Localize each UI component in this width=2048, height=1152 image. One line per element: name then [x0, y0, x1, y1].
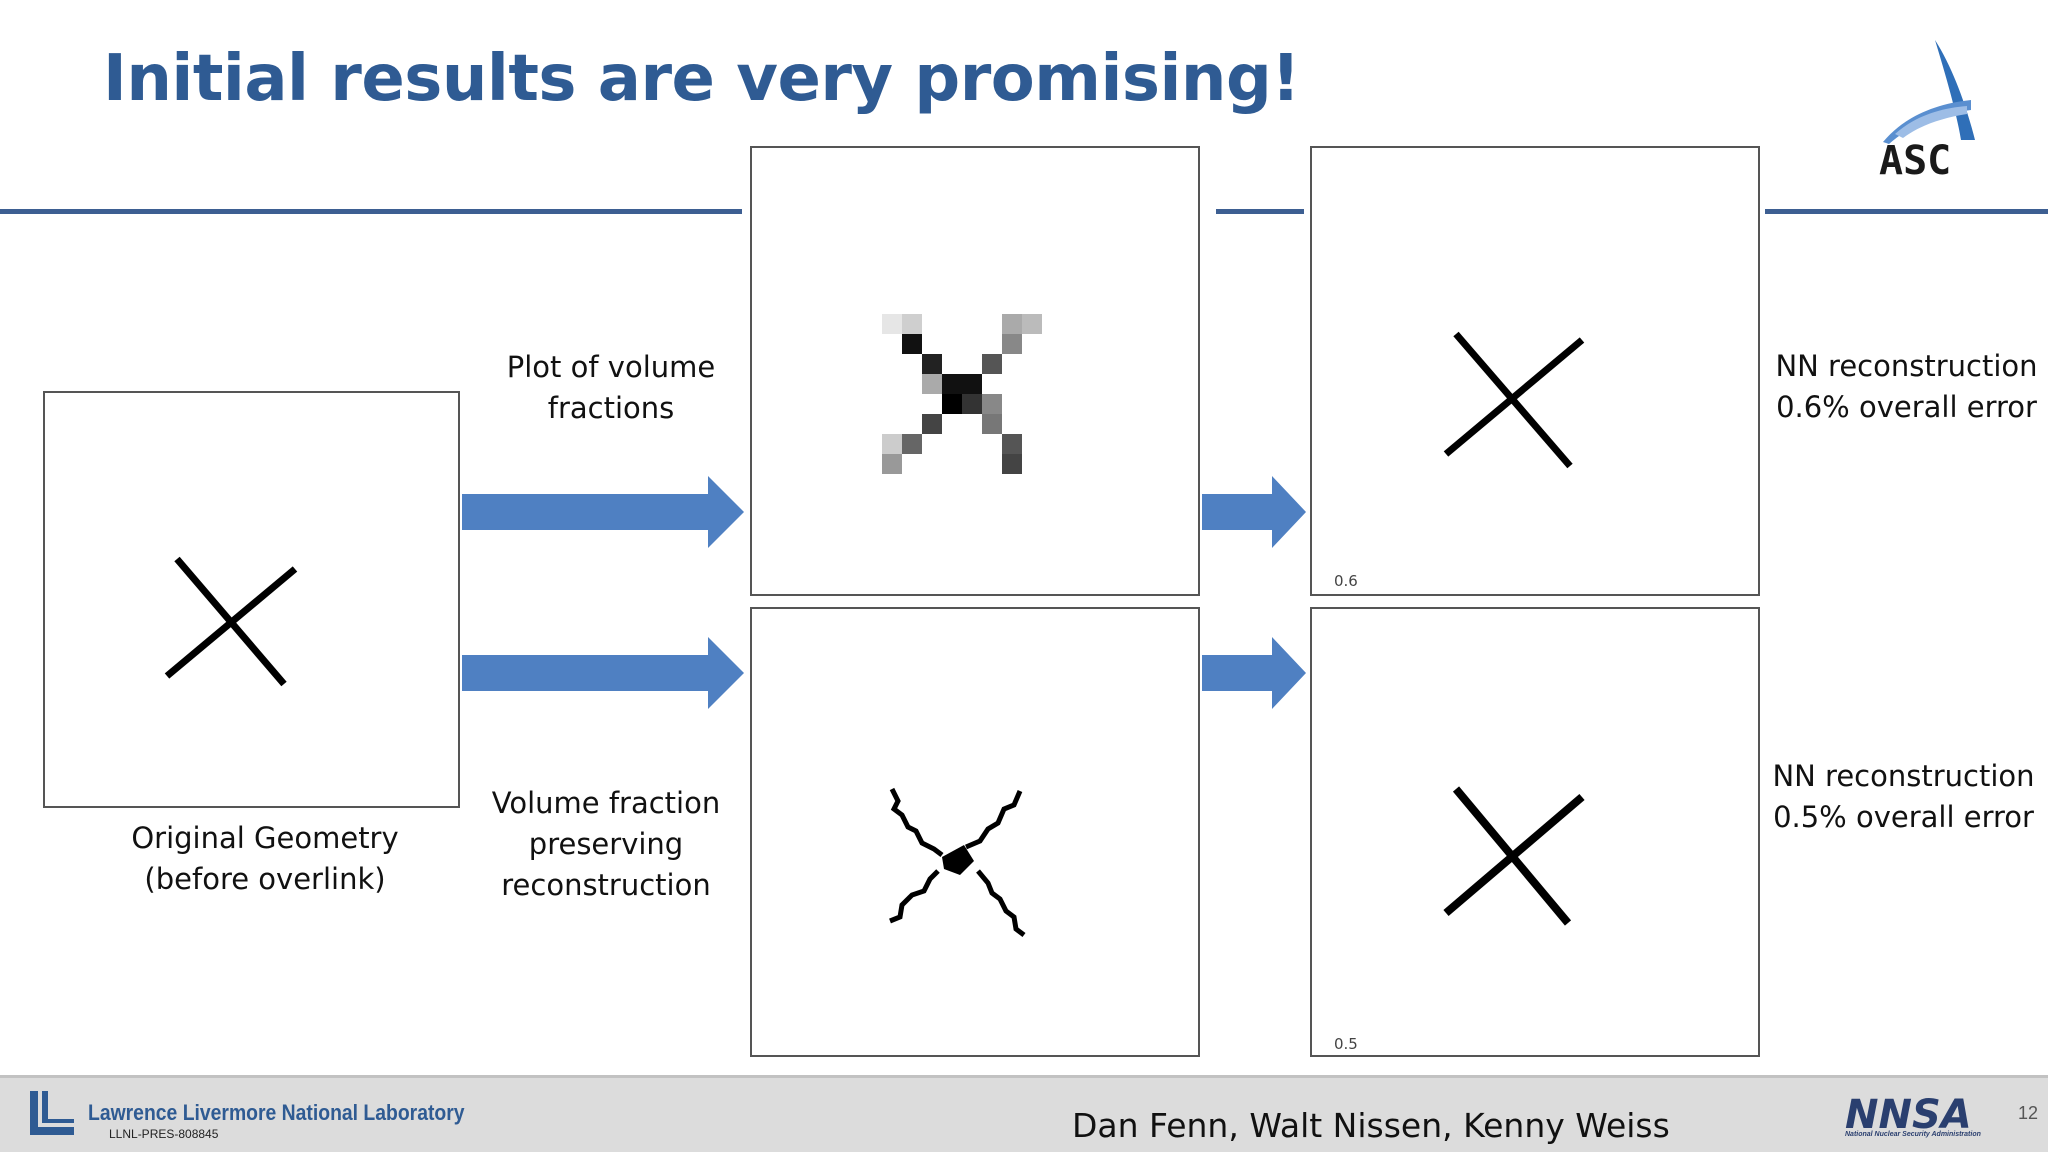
arrow-right-icon: [1202, 476, 1306, 548]
nn-reconstruction-bottom-panel: 0.5: [1310, 607, 1760, 1057]
caption-plot-volume-fractions: Plot of volume fractions: [506, 350, 716, 425]
caption-nn-top: NN reconstruction 0.6% overall error: [1775, 349, 2038, 424]
original-geometry-panel: [43, 391, 460, 808]
nn-x-shape-top: [1443, 331, 1585, 469]
nnsa-logo-text: NNSA: [1845, 1092, 1972, 1132]
header-rule-right: [1765, 209, 2048, 214]
nn-x-shape-bottom: [1443, 786, 1585, 926]
nnsa-subtitle: National Nuclear Security Administration: [1845, 1131, 1981, 1138]
nn-bottom-value-label: 0.5: [1334, 1035, 1358, 1053]
slide-number: 12: [2018, 1103, 2039, 1123]
arrow-right-icon: [462, 476, 744, 548]
header-rule-middle: [1216, 209, 1304, 214]
footer-authors: Dan Fenn, Walt Nissen, Kenny Weiss: [1072, 1106, 1670, 1145]
pixel-x-plot: [882, 314, 1042, 474]
jagged-x-shape: [889, 787, 1026, 937]
footer-bar: [0, 1075, 2048, 1152]
slide-title: Initial results are very promising!: [103, 42, 1300, 116]
nnsa-logo-icon: NNSA: [1845, 1092, 1972, 1132]
x-shape-original: [164, 556, 298, 687]
nn-reconstruction-top-panel: 0.6: [1310, 146, 1760, 596]
vf-preserving-reconstruction-panel: [750, 607, 1200, 1057]
volume-fraction-plot-panel: [750, 146, 1200, 596]
caption-original-geometry: Original Geometry (before overlink): [131, 821, 399, 896]
header-rule-left: [0, 209, 742, 214]
llnl-name: Lawrence Livermore National Laboratory: [88, 1100, 465, 1125]
llnl-logo-icon: [30, 1091, 74, 1135]
llnl-code: LLNL-PRES-808845: [109, 1127, 219, 1141]
arrow-right-icon: [1202, 637, 1306, 709]
asc-logo-text: ASC: [1879, 138, 1951, 180]
caption-vf-preserving: Volume fraction preserving reconstructio…: [491, 786, 721, 902]
caption-nn-bottom: NN reconstruction 0.5% overall error: [1772, 759, 2035, 834]
nn-top-value-label: 0.6: [1334, 572, 1358, 590]
asc-logo-icon: ASC: [1879, 40, 1975, 180]
arrow-right-icon: [462, 637, 744, 709]
